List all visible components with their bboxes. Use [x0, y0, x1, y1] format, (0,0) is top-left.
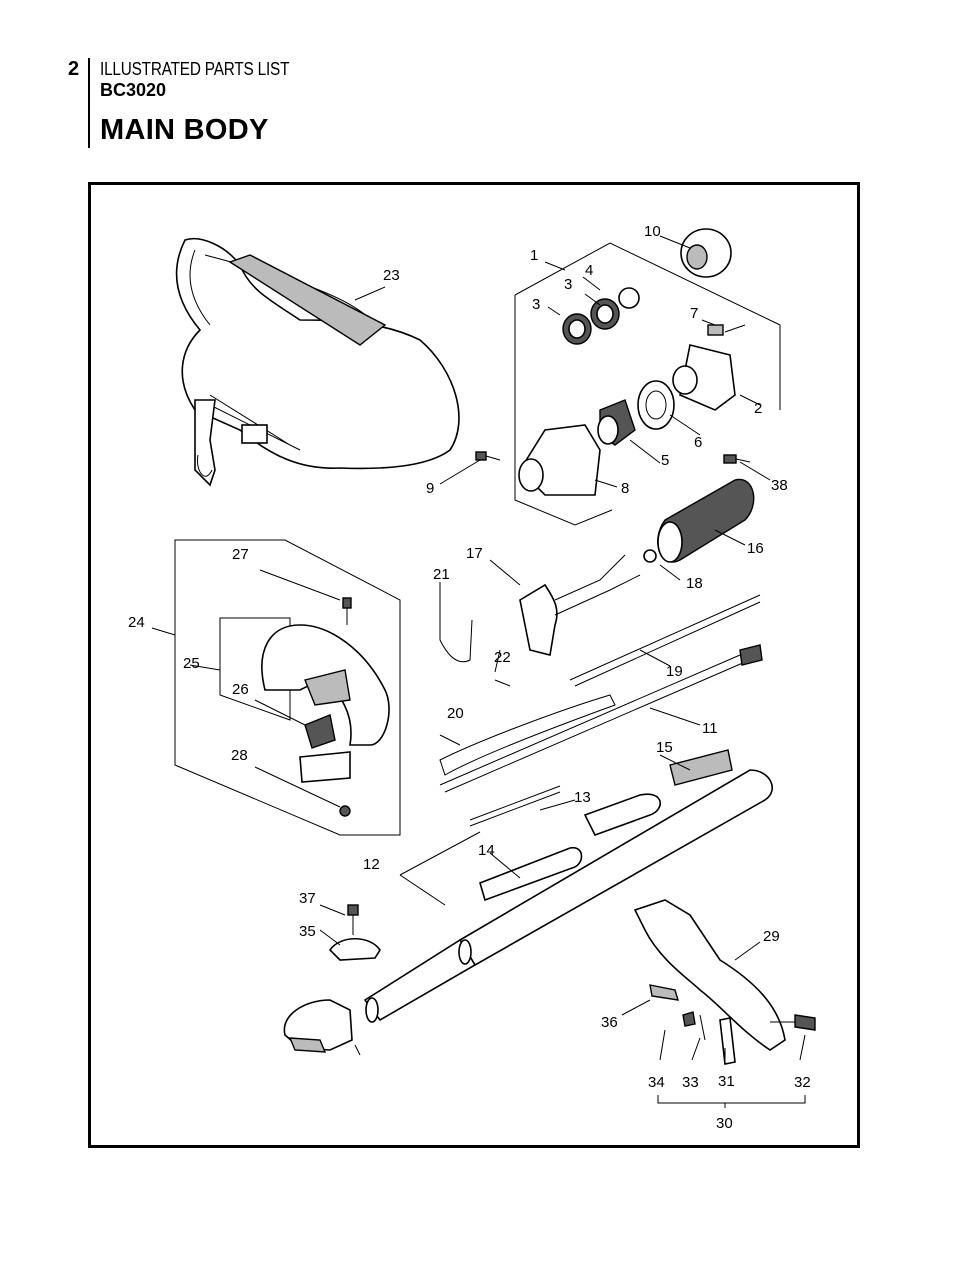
callout-6: 6: [694, 434, 702, 451]
section-title: MAIN BODY: [100, 114, 269, 146]
callout-11: 11: [702, 720, 718, 737]
page-number: 2: [68, 58, 80, 80]
callout-32: 32: [794, 1074, 811, 1091]
callout-31: 31: [718, 1073, 735, 1090]
model-number: BC3020: [100, 80, 167, 100]
document-subtitle: ILLUSTRATED PARTS LIST: [100, 59, 290, 79]
throttle-grip-drawing: [439, 478, 755, 687]
gear-guard-drawing: [283, 899, 816, 1065]
callout-labels: 1 2 3 3 4 5 6 7 8 9 10 11 12 13 14 15 16…: [128, 223, 811, 1132]
callout-15: 15: [656, 739, 673, 756]
callout-5: 5: [661, 452, 669, 469]
callout-9: 9: [426, 480, 434, 497]
callout-36: 36: [601, 1014, 618, 1031]
callout-12: 12: [363, 856, 380, 873]
callout-14: 14: [478, 842, 495, 859]
callout-20: 20: [447, 705, 464, 722]
callout-22: 22: [494, 649, 511, 666]
callout-10: 10: [644, 223, 661, 240]
callout-16: 16: [747, 540, 764, 557]
callout-33: 33: [682, 1074, 699, 1091]
callout-28: 28: [231, 747, 248, 764]
callout-30: 30: [716, 1115, 733, 1132]
clutch-assembly-drawing: [475, 228, 781, 526]
callout-34: 34: [648, 1074, 665, 1091]
loop-handle-drawing: [174, 539, 401, 836]
callout-2: 2: [754, 400, 762, 417]
callout-29: 29: [763, 928, 780, 945]
callout-21: 21: [433, 566, 450, 583]
callout-26: 26: [232, 681, 249, 698]
callout-23: 23: [383, 267, 400, 284]
callout-17: 17: [466, 545, 483, 562]
callout-1: 1: [530, 247, 538, 264]
callout-25: 25: [183, 655, 200, 672]
callout-35: 35: [299, 923, 316, 940]
callout-8: 8: [621, 480, 629, 497]
callout-18: 18: [686, 575, 703, 592]
callout-4: 4: [585, 262, 593, 279]
callout-27: 27: [232, 546, 249, 563]
shoulder-harness-drawing: [175, 238, 460, 487]
diagram-frame: [88, 182, 860, 1148]
leader-lines: [151, 235, 806, 1108]
callout-3-upper: 3: [564, 276, 572, 293]
callout-38: 38: [771, 477, 788, 494]
callout-19: 19: [666, 663, 683, 680]
callout-24: 24: [128, 614, 145, 631]
callout-3-lower: 3: [532, 296, 540, 313]
header-divider: [88, 58, 90, 148]
drive-shaft-drawing: [363, 594, 773, 1023]
callout-13: 13: [574, 789, 591, 806]
callout-7: 7: [690, 305, 698, 322]
callout-37: 37: [299, 890, 316, 907]
